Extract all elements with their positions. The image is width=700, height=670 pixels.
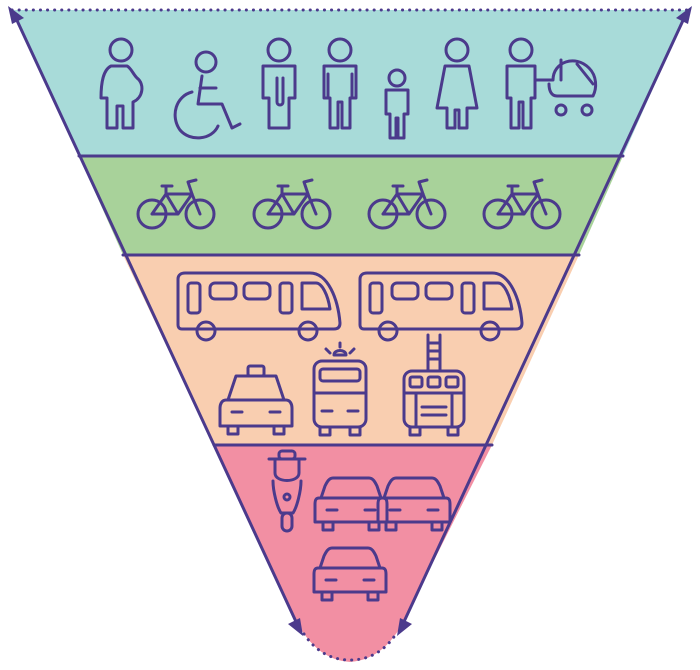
tier-cyclists [79,156,623,255]
tier-pedestrians [12,10,688,156]
right-double-arrow [397,6,692,636]
left-double-arrow [8,6,303,636]
tier-dividers [77,154,625,447]
bottom-dotted-arc [302,632,398,662]
